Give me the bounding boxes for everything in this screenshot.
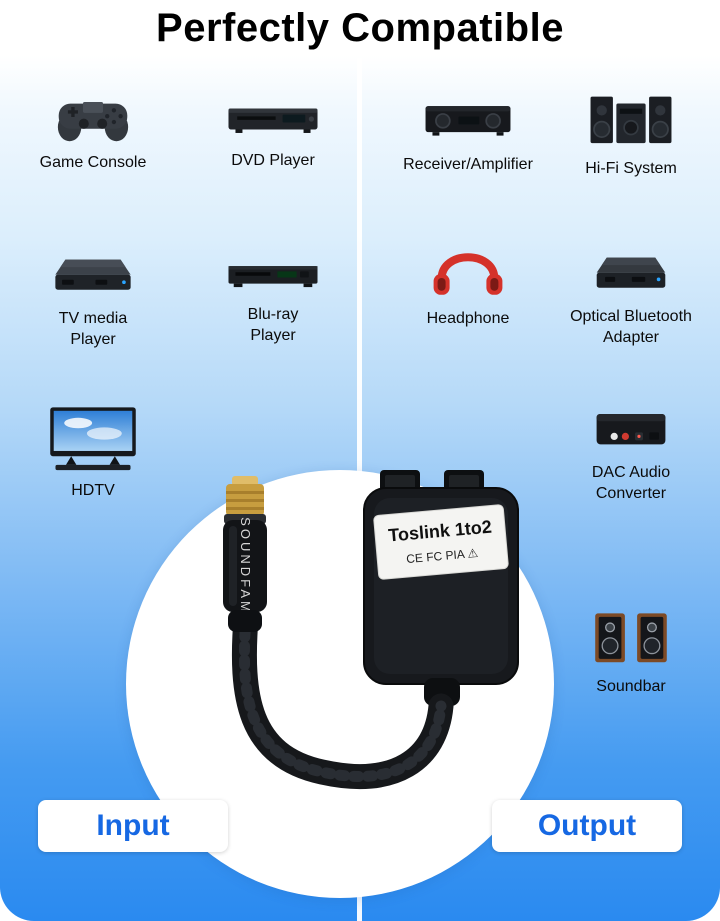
device-label: DVD Player	[231, 152, 315, 169]
game-controller-icon	[47, 90, 139, 144]
toslink-splitter-product: Toslink 1to2 CE FC PIA ⚠	[223, 470, 519, 789]
input-badge: Input	[38, 800, 228, 852]
input-label: Input	[96, 809, 170, 842]
device-label: Blu-ray Player	[247, 306, 299, 344]
soundbar-icon	[583, 606, 679, 668]
brand-label: SOUNDFAM	[238, 517, 253, 615]
toslink-connector: SOUNDFAM	[223, 476, 267, 632]
device-label: Headphone	[426, 310, 510, 327]
device-bluetooth-adapter: Optical Bluetooth Adapter	[549, 244, 713, 349]
device-headphone: Headphone	[386, 240, 550, 330]
output-badge: Output	[492, 800, 682, 852]
device-receiver-amplifier: Receiver/Amplifier	[386, 94, 550, 176]
device-label: HDTV	[71, 482, 115, 499]
splitter-sticker: Toslink 1to2 CE FC PIA ⚠	[373, 504, 509, 580]
device-hifi-system: Hi-Fi System	[549, 88, 713, 180]
device-tv-media-player: TV media Player	[11, 246, 175, 351]
device-dvd-player: DVD Player	[191, 96, 355, 172]
page-title: Perfectly Compatible	[156, 6, 564, 50]
device-label: Receiver/Amplifier	[403, 156, 533, 173]
output-label: Output	[537, 809, 637, 842]
device-label: Optical Bluetooth Adapter	[570, 308, 692, 346]
bluetooth-adapter-icon	[585, 244, 677, 298]
tv-box-icon	[47, 246, 139, 300]
dac-converter-icon	[587, 406, 675, 454]
device-label: DAC Audio Converter	[591, 464, 671, 502]
device-label: Game Console	[39, 154, 147, 171]
device-dac-converter: DAC Audio Converter	[549, 406, 713, 505]
cert-marks: CE FC PIA ⚠	[406, 546, 479, 566]
bluray-player-icon	[225, 252, 321, 296]
device-label: TV media Player	[58, 310, 128, 348]
device-soundbar: Soundbar	[549, 606, 713, 698]
receiver-amplifier-icon	[420, 94, 516, 146]
headphone-icon	[424, 240, 512, 300]
splitter-box: Toslink 1to2 CE FC PIA ⚠	[363, 470, 519, 706]
hifi-system-icon	[583, 88, 679, 150]
dvd-player-icon	[225, 96, 321, 142]
device-bluray-player: Blu-ray Player	[191, 252, 355, 347]
device-label: Soundbar	[596, 678, 666, 695]
device-game-console: Game Console	[11, 90, 175, 174]
device-hdtv: HDTV	[11, 402, 175, 502]
device-label: Hi-Fi System	[585, 160, 677, 177]
optical-cable	[231, 605, 454, 789]
hdtv-icon	[45, 402, 141, 472]
